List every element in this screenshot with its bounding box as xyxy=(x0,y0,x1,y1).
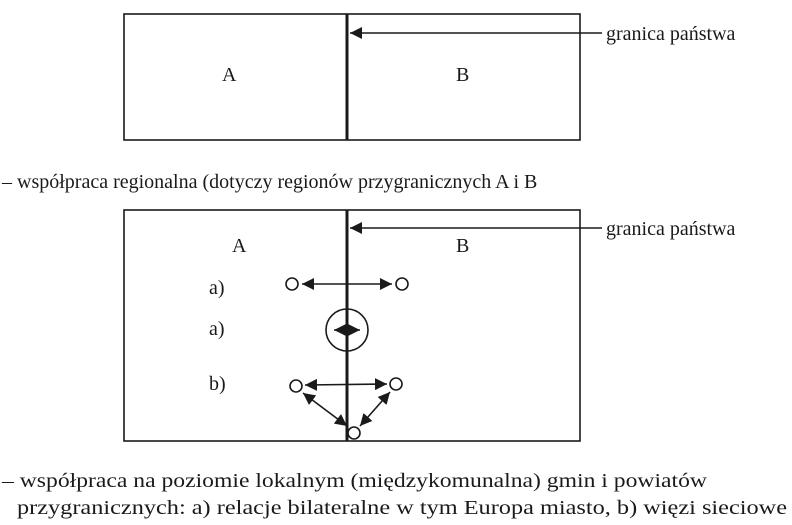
figure2-region-b-label: B xyxy=(456,235,469,257)
network-arrow-left xyxy=(302,392,348,427)
figure-local: A B granica państwa a) a) b) – współprac… xyxy=(1,209,787,519)
network-node-right xyxy=(389,377,403,391)
figure2-frame xyxy=(123,209,581,442)
figure1-region-a-label: A xyxy=(222,64,237,86)
figure2-region-a-label: A xyxy=(232,235,247,257)
figure2-border-label: granica państwa xyxy=(606,218,736,240)
network-arrow-top xyxy=(304,378,388,391)
figure1-caption: – współpraca regionalna (dotyczy regionó… xyxy=(1,171,537,193)
figure-regional: A B granica państwa – współpraca regiona… xyxy=(1,13,736,193)
row1-label: a) xyxy=(209,277,225,299)
figure1-border-label: granica państwa xyxy=(606,23,736,45)
town-node-b1 xyxy=(395,277,409,291)
figure2-caption-line2: przygranicznych: a) relacje bilateralne … xyxy=(17,497,787,519)
network-arrow-right xyxy=(359,391,391,427)
row2-label: a) xyxy=(209,318,225,340)
figure1-region-b-label: B xyxy=(456,64,469,86)
row3-label: b) xyxy=(209,373,226,395)
network-node-bottom xyxy=(347,426,361,440)
figure2-caption-line1: – współpraca na poziomie lokalnym (międz… xyxy=(1,470,708,492)
town-node-a1 xyxy=(285,277,299,291)
figure1-frame xyxy=(123,13,581,141)
network-node-left xyxy=(289,379,303,393)
